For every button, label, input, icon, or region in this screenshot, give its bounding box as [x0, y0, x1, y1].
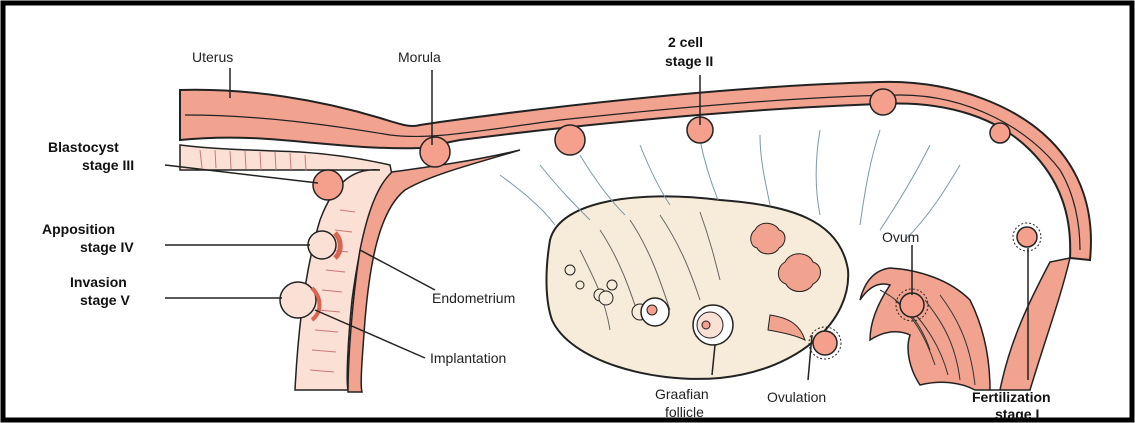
blastocyst-cell	[313, 170, 343, 200]
fertilization-ovum	[1017, 227, 1037, 247]
label-fertilization-line2: stage I	[995, 406, 1039, 422]
label-graafian-line2: follicle	[665, 404, 704, 420]
label-apposition-line1: Apposition	[42, 221, 115, 237]
label-invasion-line1: Invasion	[70, 274, 127, 290]
label-implantation: Implantation	[430, 350, 506, 366]
label-two-cell-line1: 2 cell	[668, 34, 703, 50]
label-ovulation: Ovulation	[767, 389, 826, 405]
ovulated-ovum	[813, 331, 837, 355]
label-two-cell-line2: stage II	[665, 53, 713, 69]
fimbriae	[860, 258, 1070, 390]
label-graafian-line1: Graafian	[655, 386, 709, 402]
ovum-in-fimbria	[900, 293, 924, 317]
tube-cell-2	[870, 89, 896, 115]
four-cell-embryo	[555, 125, 585, 155]
label-apposition-line2: stage IV	[80, 239, 134, 255]
morula-cell	[420, 137, 450, 167]
graafian-oocyte	[702, 321, 710, 329]
follicle-oocyte	[647, 305, 657, 315]
label-morula: Morula	[398, 49, 441, 65]
label-blastocyst-line2: stage III	[82, 157, 134, 173]
label-ovum: Ovum	[882, 229, 919, 245]
tube-cell-1	[990, 123, 1010, 143]
apposition-embryo	[308, 231, 336, 259]
label-fertilization-line1: Fertilization	[972, 389, 1051, 405]
label-uterus: Uterus	[192, 49, 233, 65]
label-invasion-line2: stage V	[80, 292, 130, 308]
label-endometrium: Endometrium	[432, 290, 515, 306]
label-blastocyst-line1: Blastocyst	[48, 139, 119, 155]
invasion-embryo	[280, 282, 316, 318]
